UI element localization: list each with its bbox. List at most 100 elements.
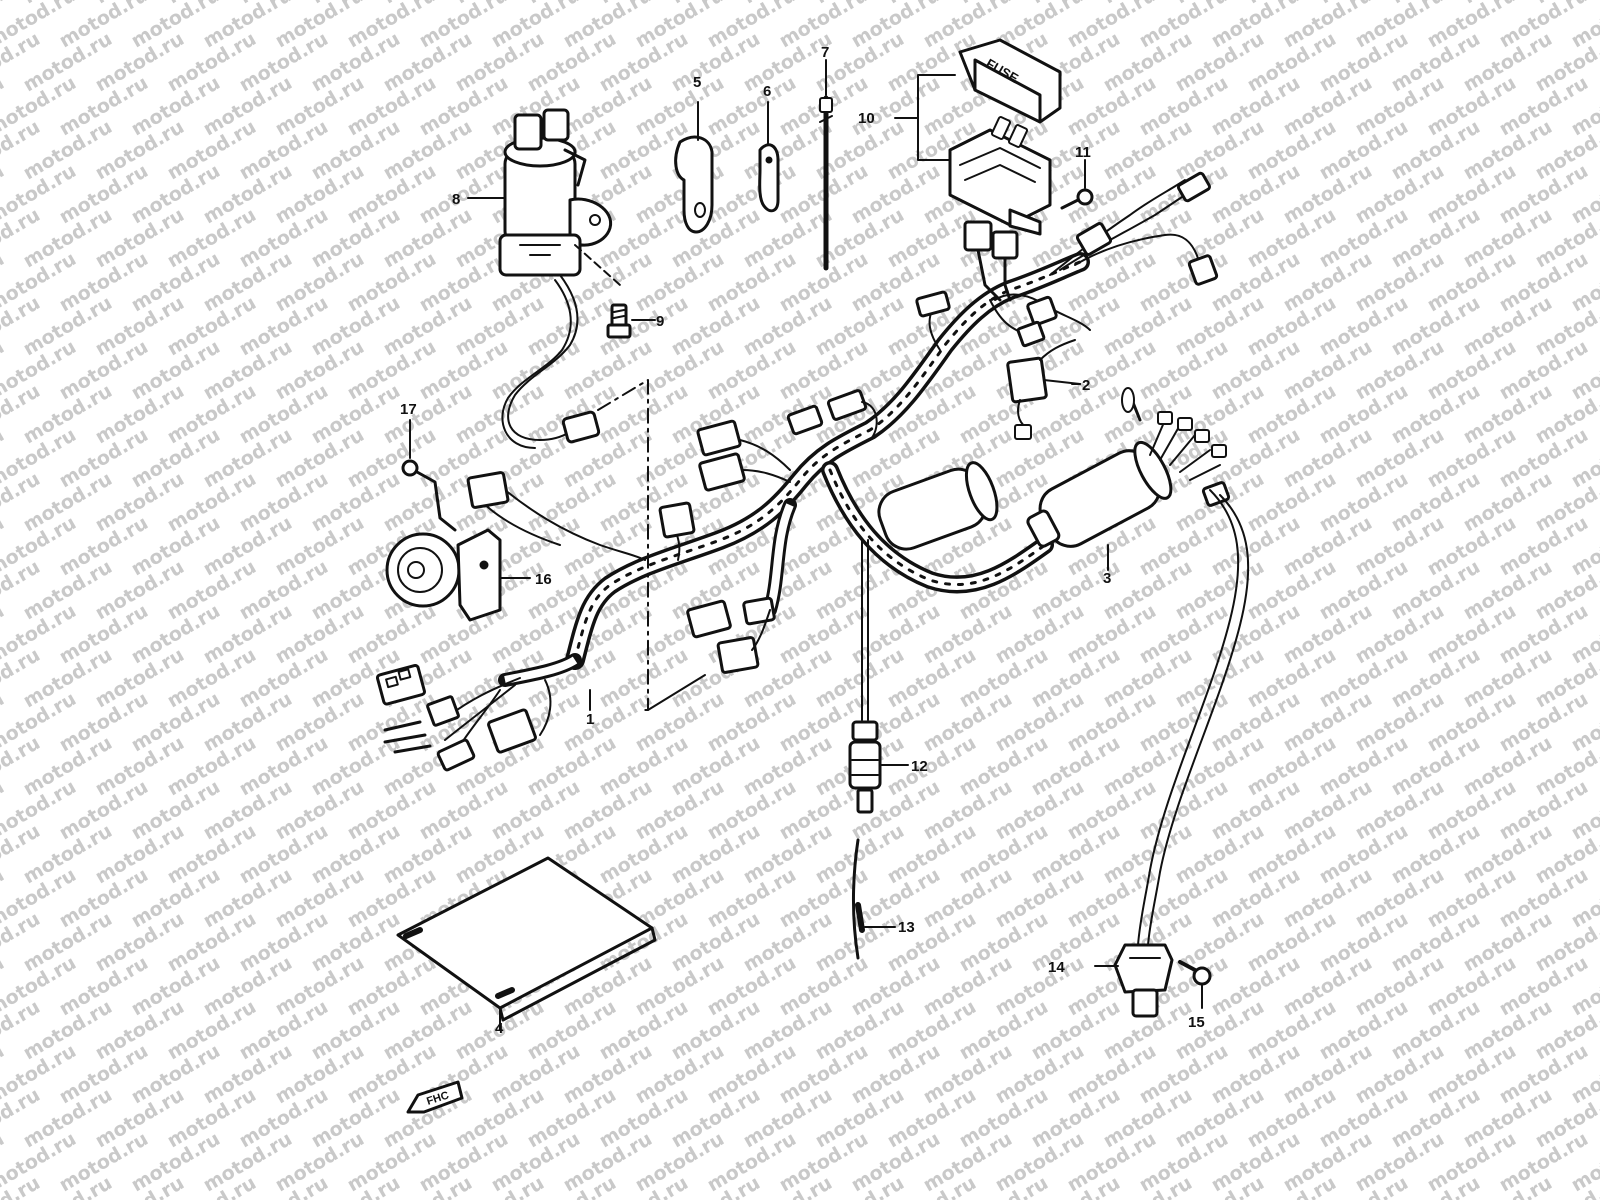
- callout-13: 13: [898, 919, 915, 936]
- watermark-text: motod.ru: [1316, 820, 1412, 888]
- watermark-text: motod.ru: [128, 600, 224, 668]
- watermark-text: motod.ru: [1244, 204, 1340, 272]
- watermark-text: motod.ru: [488, 1040, 584, 1108]
- watermark-text: motod.ru: [56, 600, 152, 668]
- watermark-text: motod.ru: [1064, 1128, 1160, 1196]
- watermark-text: motod.ru: [0, 864, 80, 932]
- part-11-screw: [1060, 159, 1094, 210]
- watermark-text: motod.ru: [848, 0, 944, 52]
- watermark-text: motod.ru: [164, 556, 260, 624]
- watermark-text: motod.ru: [740, 204, 836, 272]
- watermark-text: motod.ru: [1424, 0, 1520, 52]
- watermark-text: motod.ru: [1316, 908, 1412, 976]
- watermark-text: motod.ru: [1568, 952, 1600, 1020]
- watermark-text: motod.ru: [0, 248, 80, 316]
- watermark-text: motod.ru: [236, 116, 332, 184]
- callout-8: 8: [452, 191, 460, 208]
- watermark-text: motod.ru: [0, 732, 44, 800]
- watermark-text: motod.ru: [776, 600, 872, 668]
- watermark-text: motod.ru: [1496, 512, 1592, 580]
- watermark-text: motod.ru: [1244, 116, 1340, 184]
- watermark-text: motod.ru: [56, 72, 152, 140]
- watermark-text: motod.ru: [1532, 996, 1600, 1064]
- watermark-text: motod.ru: [920, 1128, 1016, 1196]
- watermark-text: motod.ru: [56, 952, 152, 1020]
- watermark-text: motod.ru: [776, 952, 872, 1020]
- watermark-text: motod.ru: [884, 0, 980, 8]
- watermark-text: motod.ru: [92, 380, 188, 448]
- watermark-text: motod.ru: [1460, 732, 1556, 800]
- watermark-text: motod.ru: [92, 1172, 188, 1200]
- watermark-text: motod.ru: [344, 424, 440, 492]
- watermark-text: motod.ru: [1568, 336, 1600, 404]
- watermark-text: motod.ru: [668, 996, 764, 1064]
- watermark-text: motod.ru: [740, 1084, 836, 1152]
- watermark-text: motod.ru: [1496, 864, 1592, 932]
- watermark-text: motod.ru: [200, 424, 296, 492]
- watermark-text: motod.ru: [200, 512, 296, 580]
- watermark-text: motod.ru: [704, 248, 800, 316]
- watermark-text: motod.ru: [1064, 688, 1160, 756]
- watermark-text: motod.ru: [596, 996, 692, 1064]
- watermark-text: motod.ru: [1388, 556, 1484, 624]
- watermark-text: motod.ru: [128, 864, 224, 932]
- watermark-text: motod.ru: [920, 776, 1016, 844]
- watermark-text: motod.ru: [1568, 512, 1600, 580]
- watermark-text: motod.ru: [344, 600, 440, 668]
- watermark-text: motod.ru: [740, 292, 836, 360]
- watermark-text: motod.ru: [524, 28, 620, 96]
- watermark-text: motod.ru: [1532, 1084, 1600, 1152]
- watermark-text: motod.ru: [1568, 160, 1600, 228]
- watermark-text: motod.ru: [1496, 424, 1592, 492]
- watermark-text: motod.ru: [272, 424, 368, 492]
- watermark-text: motod.ru: [740, 28, 836, 96]
- watermark-text: motod.ru: [1460, 116, 1556, 184]
- watermark-text: motod.ru: [1244, 292, 1340, 360]
- watermark-text: motod.ru: [920, 952, 1016, 1020]
- part-12-sensor: [848, 539, 909, 814]
- watermark-text: motod.ru: [1028, 820, 1124, 888]
- watermark-text: motod.ru: [1424, 1040, 1520, 1108]
- watermark-text: motod.ru: [416, 248, 512, 316]
- watermark-text: motod.ru: [704, 72, 800, 140]
- watermark-text: motod.ru: [0, 160, 8, 228]
- watermark-text: motod.ru: [1352, 776, 1448, 844]
- watermark-text: motod.ru: [308, 380, 404, 448]
- watermark-text: motod.ru: [164, 820, 260, 888]
- watermark-text: motod.ru: [416, 0, 512, 52]
- watermark-text: motod.ru: [812, 644, 908, 712]
- watermark-text: motod.ru: [0, 160, 80, 228]
- watermark-text: motod.ru: [272, 776, 368, 844]
- watermark-text: motod.ru: [0, 28, 44, 96]
- watermark-text: motod.ru: [1460, 996, 1556, 1064]
- watermark-text: motod.ru: [1172, 1172, 1268, 1200]
- watermark-text: motod.ru: [1388, 0, 1484, 8]
- watermark-text: motod.ru: [848, 1128, 944, 1196]
- watermark-text: motod.ru: [956, 0, 1052, 8]
- watermark-text: motod.ru: [1532, 0, 1600, 8]
- watermark-text: motod.ru: [1460, 292, 1556, 360]
- watermark-text: motod.ru: [560, 1128, 656, 1196]
- watermark-text: motod.ru: [1028, 996, 1124, 1064]
- watermark-text: motod.ru: [1136, 0, 1232, 52]
- watermark-text: motod.ru: [20, 820, 116, 888]
- watermark-text: motod.ru: [128, 424, 224, 492]
- watermark-text: motod.ru: [20, 1172, 116, 1200]
- watermark-text: motod.ru: [128, 512, 224, 580]
- callout-17: 17: [400, 401, 417, 418]
- watermark-text: motod.ru: [956, 1172, 1052, 1200]
- watermark-text: motod.ru: [380, 1172, 476, 1200]
- watermark-text: motod.ru: [56, 0, 152, 52]
- watermark-text: motod.ru: [1316, 732, 1412, 800]
- watermark-text: motod.ru: [668, 292, 764, 360]
- watermark-text: motod.ru: [1172, 996, 1268, 1064]
- watermark-text: motod.ru: [956, 1084, 1052, 1152]
- watermark-text: motod.ru: [488, 1128, 584, 1196]
- watermark-text: motod.ru: [0, 424, 8, 492]
- watermark-text: motod.ru: [416, 72, 512, 140]
- watermark-text: motod.ru: [1280, 512, 1376, 580]
- watermark-text: motod.ru: [1100, 0, 1196, 8]
- watermark-text: motod.ru: [1244, 1172, 1340, 1200]
- watermark-text: motod.ru: [92, 908, 188, 976]
